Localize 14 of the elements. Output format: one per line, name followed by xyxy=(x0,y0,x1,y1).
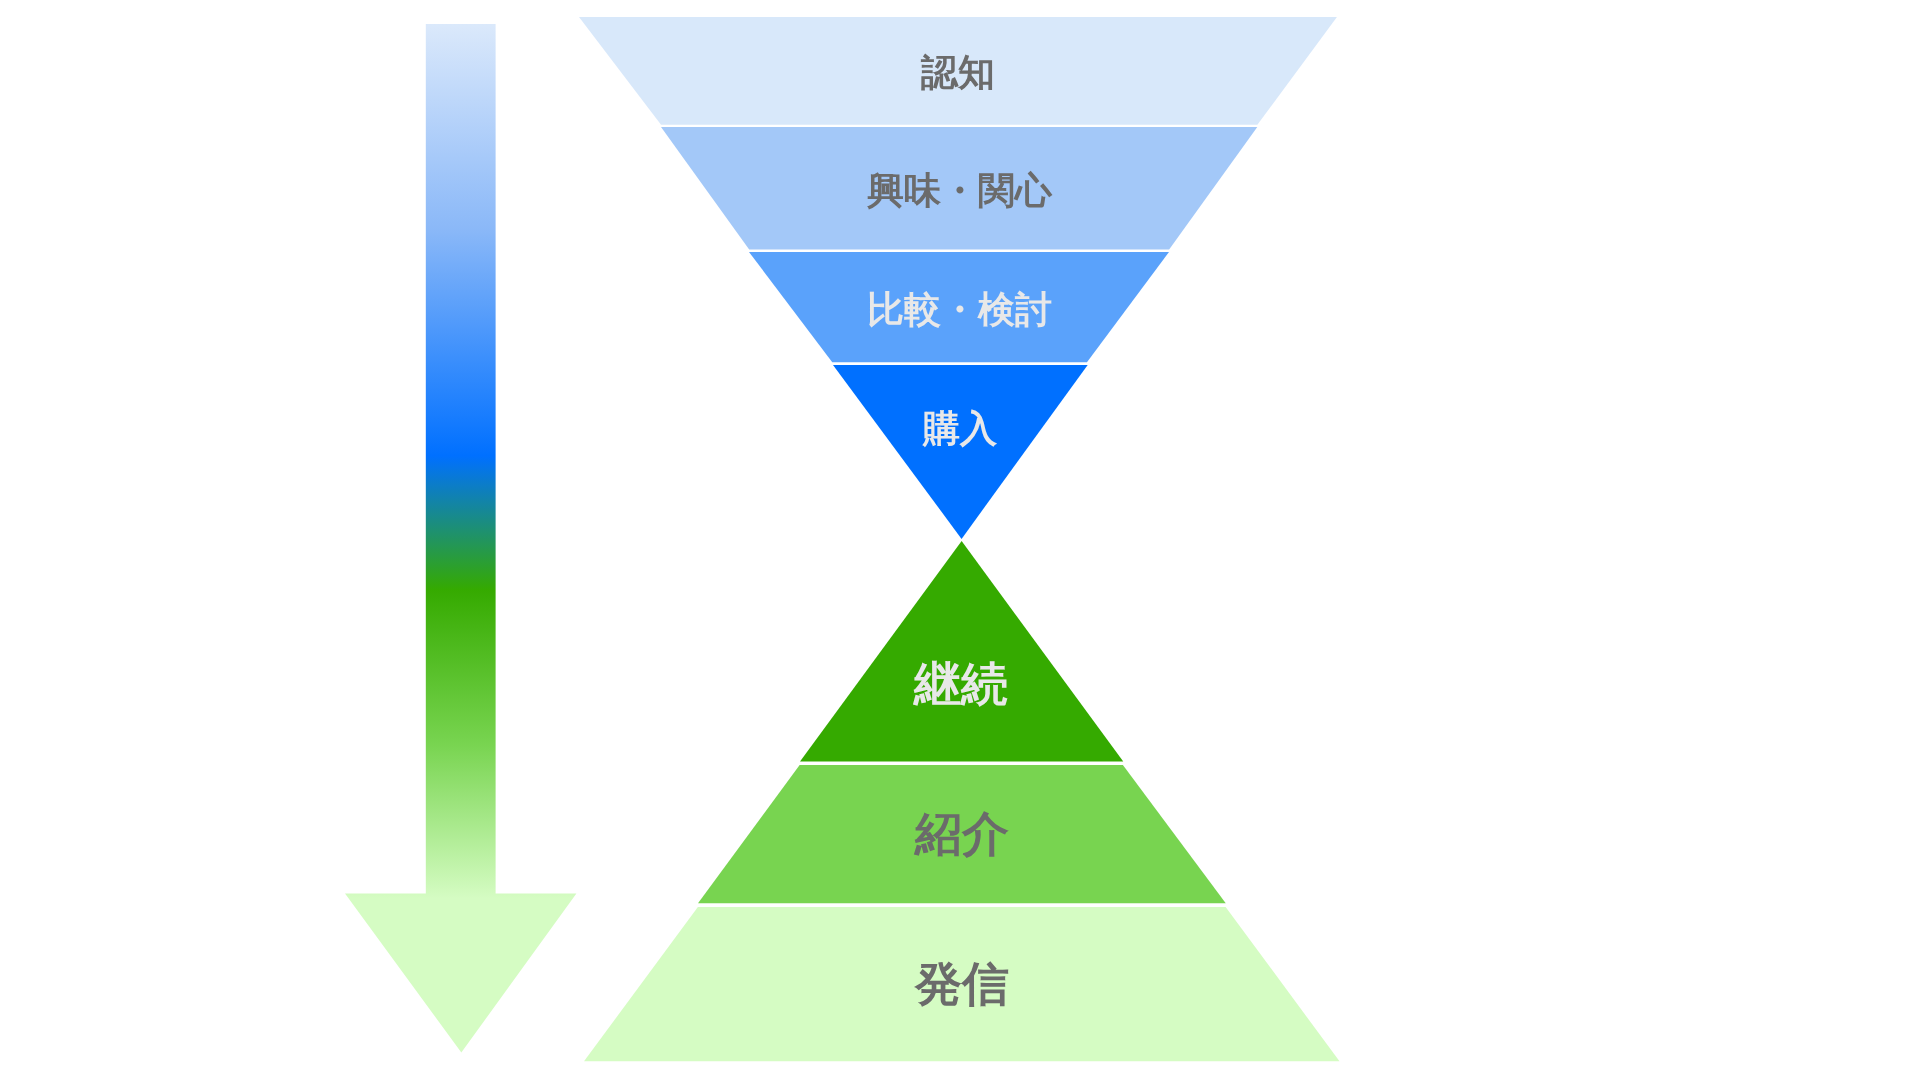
funnel-stage xyxy=(697,765,1226,904)
stage-label: 紹介 xyxy=(913,805,1010,863)
stage-label: 興味・関心 xyxy=(865,167,1053,214)
stage-label: 継続 xyxy=(912,655,1010,713)
funnel-stage xyxy=(799,541,1123,762)
funnel-stage xyxy=(584,907,1340,1062)
stage-label: 発信 xyxy=(913,956,1010,1013)
funnel-stage xyxy=(749,252,1170,363)
stage-label: 認知 xyxy=(920,49,997,96)
funnel-stage xyxy=(661,127,1258,250)
funnel-stage xyxy=(579,17,1338,125)
stage-label: 購入 xyxy=(921,405,998,452)
stage-label: 比較・検討 xyxy=(865,286,1053,333)
funnel-stage xyxy=(832,364,1088,539)
